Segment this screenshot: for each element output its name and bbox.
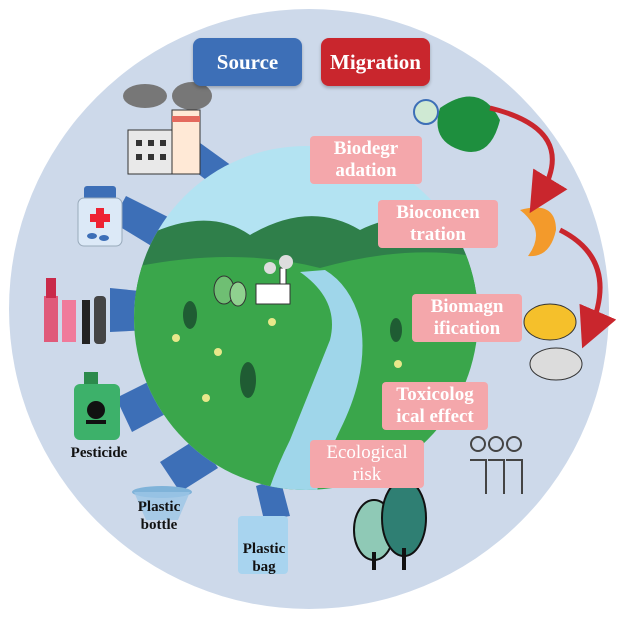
process-line: Bioconcen — [396, 202, 480, 223]
process-toxicological-effect: Toxicolog ical effect — [382, 382, 488, 430]
people-icon — [470, 436, 523, 494]
label-line: Plastic — [137, 499, 181, 515]
label-line: Plastic — [242, 541, 286, 557]
label-plastic-bag: Plastic bag — [224, 540, 304, 576]
migration-header: Migration — [321, 38, 430, 86]
process-line: Toxicolog — [396, 384, 474, 405]
source-header: Source — [193, 38, 302, 86]
shrimp-icon — [520, 207, 556, 257]
label-plastic-bottle: Plastic bottle — [118, 498, 200, 534]
process-line: risk — [352, 464, 382, 485]
plastic-bottle-icon — [132, 486, 192, 520]
process-ecological-risk: Ecological risk — [310, 440, 424, 488]
process-line: Biomagn — [430, 296, 504, 317]
label-line: bottle — [140, 517, 178, 533]
trees-icon — [353, 479, 427, 570]
arrow-bag — [256, 478, 290, 520]
process-line: ical effect — [396, 406, 474, 427]
migration-arrows — [489, 105, 617, 349]
process-bioconcentration: Bioconcen tration — [378, 200, 498, 248]
leaf-icon — [413, 96, 500, 152]
medicine-icon — [77, 186, 123, 247]
label-line: bag — [252, 559, 276, 575]
cosmetics-icon — [44, 278, 106, 344]
process-line: tration — [410, 224, 466, 245]
label-pesticide: Pesticide — [70, 445, 128, 461]
fish-icon — [523, 303, 583, 381]
process-line: ification — [433, 318, 501, 339]
plastic-bag-icon — [238, 516, 288, 574]
process-line: adation — [335, 160, 397, 181]
factory-icon — [123, 82, 212, 175]
pesticide-icon — [74, 372, 120, 440]
process-biomagnification: Biomagn ification — [412, 294, 522, 342]
process-line: Biodegr — [333, 138, 399, 159]
process-biodegradation: Biodegr adation — [310, 136, 422, 184]
process-line: Ecological — [326, 442, 408, 463]
